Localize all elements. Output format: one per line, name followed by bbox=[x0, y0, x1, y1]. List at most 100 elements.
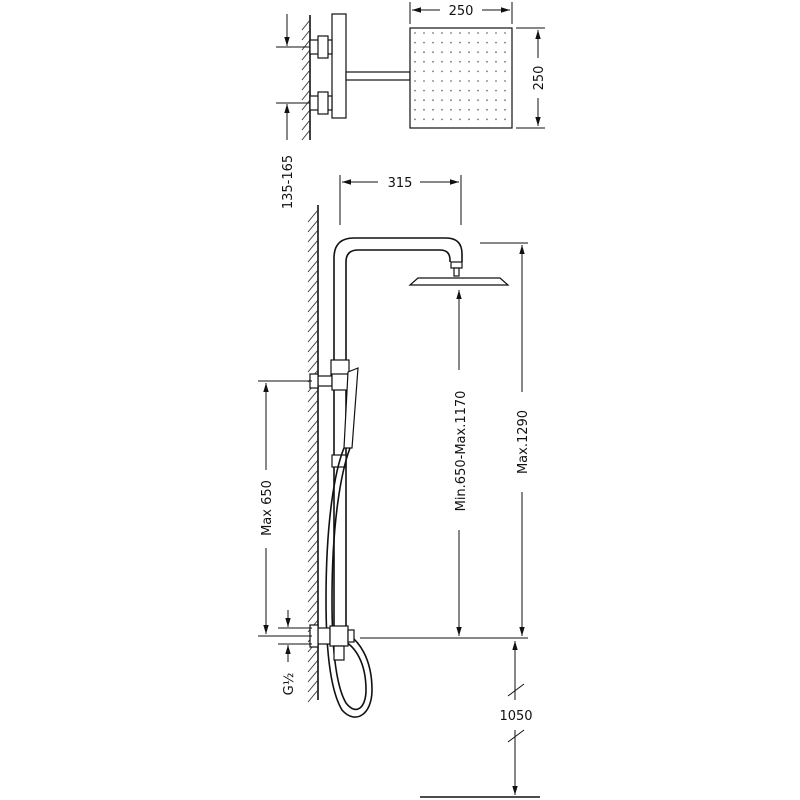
hatch-line bbox=[307, 529, 319, 543]
hatch-line bbox=[307, 219, 319, 233]
nozzle-dot bbox=[459, 41, 461, 44]
top-view: 250 250 135-165 bbox=[276, 2, 547, 209]
hatch-line bbox=[307, 469, 319, 483]
mixer-body-top-view bbox=[309, 13, 411, 119]
nozzle-dot bbox=[468, 60, 470, 63]
nozzle-dot bbox=[414, 89, 416, 92]
hatch-line bbox=[307, 589, 319, 603]
nozzle-dot bbox=[423, 60, 425, 63]
nozzle-dot bbox=[459, 51, 461, 54]
nozzle-dot bbox=[459, 60, 461, 63]
nozzle-dot bbox=[432, 70, 434, 73]
nozzle-dot bbox=[486, 60, 488, 63]
nozzle-dot bbox=[486, 51, 488, 54]
outlet-height-dimension: Max 650 bbox=[258, 380, 312, 637]
hatch-line bbox=[307, 229, 319, 243]
nozzle-dot bbox=[495, 108, 497, 111]
hatch-line bbox=[307, 569, 319, 583]
nozzle-dot bbox=[495, 60, 497, 63]
nozzle-dot bbox=[504, 41, 506, 44]
nozzle-dot bbox=[504, 99, 506, 102]
nozzle-dot bbox=[459, 108, 461, 111]
hatch-line bbox=[307, 599, 319, 613]
nozzle-dot bbox=[414, 41, 416, 44]
diverter-and-hand-shower-holder bbox=[309, 359, 359, 468]
bottom-mixer-connection bbox=[309, 624, 355, 661]
hatch-line bbox=[307, 249, 319, 263]
nozzle-dot bbox=[441, 89, 443, 92]
column-height-dimension: Max.1290 bbox=[470, 242, 531, 639]
nozzle-dot bbox=[468, 108, 470, 111]
nozzle-dot bbox=[441, 118, 443, 121]
hatch-line bbox=[307, 239, 319, 253]
hatch-line bbox=[307, 539, 319, 553]
nozzle-dot bbox=[423, 89, 425, 92]
nozzle-dot bbox=[450, 80, 452, 82]
hatch-line bbox=[307, 499, 319, 513]
nozzle-dot bbox=[477, 70, 479, 73]
rain-width-dimension: 250 bbox=[409, 2, 513, 24]
nozzle-dot bbox=[477, 41, 479, 44]
head-height-range-label: Min.650-Max.1170 bbox=[454, 391, 469, 512]
nozzle-dot bbox=[486, 70, 488, 73]
hatch-line bbox=[307, 309, 319, 323]
nozzle-dot bbox=[486, 41, 488, 44]
hatch-line bbox=[307, 329, 319, 343]
nozzle-dot bbox=[477, 89, 479, 92]
hatch-line bbox=[307, 349, 319, 363]
nozzle-dot bbox=[468, 32, 470, 34]
hatch-line bbox=[307, 659, 319, 673]
nozzle-dot bbox=[423, 80, 425, 82]
nozzle-dot bbox=[432, 108, 434, 111]
nozzle-dot bbox=[450, 108, 452, 111]
nozzle-dot bbox=[495, 118, 497, 121]
nozzle-dot bbox=[450, 89, 452, 92]
nozzle-dot bbox=[495, 32, 497, 34]
hatch-line bbox=[307, 669, 319, 683]
nozzle-dot bbox=[495, 99, 497, 102]
nozzle-dot bbox=[486, 118, 488, 121]
hatch-line bbox=[307, 579, 319, 593]
hatch-line bbox=[307, 299, 319, 313]
hatch-line bbox=[307, 549, 319, 563]
riser-column bbox=[333, 237, 463, 640]
nozzle-dot bbox=[432, 60, 434, 63]
nozzle-dot bbox=[441, 99, 443, 102]
hatch-line bbox=[307, 679, 319, 693]
nozzle-dot bbox=[414, 60, 416, 63]
nozzle-dot bbox=[414, 99, 416, 102]
nozzle-dot bbox=[486, 80, 488, 82]
nozzle-dot bbox=[459, 32, 461, 34]
nozzle-dot bbox=[441, 32, 443, 34]
nozzle-dot bbox=[504, 51, 506, 54]
nozzle-dot bbox=[468, 51, 470, 54]
nozzle-dot bbox=[504, 80, 506, 82]
nozzle-dot bbox=[477, 118, 479, 121]
nozzle-dot bbox=[504, 70, 506, 73]
connection-size-dimension: G½ bbox=[278, 610, 312, 695]
nozzle-dot bbox=[486, 32, 488, 34]
nozzle-dot bbox=[468, 41, 470, 44]
nozzle-dot bbox=[423, 108, 425, 111]
nozzle-dot bbox=[450, 51, 452, 54]
nozzle-dot bbox=[468, 118, 470, 121]
hatch-line bbox=[307, 259, 319, 273]
hatch-line bbox=[307, 399, 319, 413]
side-view: 315 Max 650 G½ Min.650-Max.1170 bbox=[258, 175, 540, 798]
nozzle-dot bbox=[423, 70, 425, 73]
nozzle-dot bbox=[504, 108, 506, 111]
nozzle-dot bbox=[450, 60, 452, 63]
hatch-line bbox=[307, 609, 319, 623]
nozzle-dot bbox=[432, 80, 434, 82]
nozzle-dot bbox=[423, 118, 425, 121]
nozzle-dot bbox=[459, 89, 461, 92]
hatch-line bbox=[307, 559, 319, 573]
hatch-line bbox=[307, 209, 319, 223]
nozzle-dot bbox=[450, 118, 452, 121]
nozzle-dot bbox=[504, 89, 506, 92]
nozzle-dot bbox=[477, 99, 479, 102]
nozzle-dot bbox=[495, 70, 497, 73]
hatch-line bbox=[307, 279, 319, 293]
nozzle-dot bbox=[414, 118, 416, 121]
nozzle-dot bbox=[495, 80, 497, 82]
